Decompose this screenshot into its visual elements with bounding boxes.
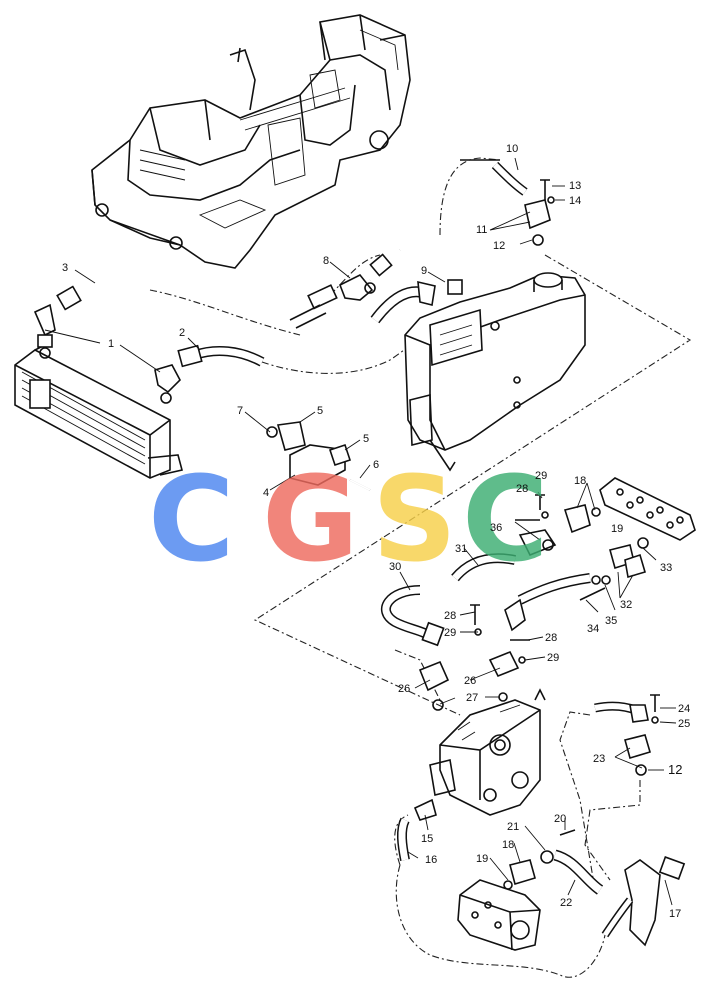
callout-labels: 1 2 3 4 5 5 6 7 8 9 10 11 12 12 13 14 15… xyxy=(62,143,690,920)
callout-25: 25 xyxy=(678,718,690,730)
callout-26b: 26 xyxy=(464,675,476,687)
hose-31 xyxy=(451,553,516,582)
callout-8: 8 xyxy=(323,255,329,267)
callout-3: 3 xyxy=(62,262,68,274)
callout-26a: 26 xyxy=(398,683,410,695)
callout-16: 16 xyxy=(425,854,437,866)
bracket-17 xyxy=(601,856,686,947)
hydraulic-tank xyxy=(404,159,586,472)
callout-11: 11 xyxy=(476,224,487,236)
callout-14: 14 xyxy=(569,195,581,207)
callout-4: 4 xyxy=(263,487,269,499)
fitting-36 xyxy=(518,529,557,557)
callout-19a: 19 xyxy=(611,523,623,535)
elbow-fitting-9 xyxy=(370,279,463,324)
callout-28a: 28 xyxy=(516,483,528,495)
callout-5b: 5 xyxy=(363,433,369,445)
callout-35: 35 xyxy=(605,615,617,627)
leader-lines xyxy=(44,157,677,906)
hydraulic-pump xyxy=(457,879,541,951)
callout-23: 23 xyxy=(593,753,605,765)
callout-33: 33 xyxy=(660,562,672,574)
callout-28c: 28 xyxy=(545,632,557,644)
watermark-letter-c: C xyxy=(148,450,235,588)
hose-35 xyxy=(504,573,611,632)
callout-29a: 29 xyxy=(535,470,547,482)
callout-29b: 29 xyxy=(444,627,456,639)
callout-32: 32 xyxy=(620,599,632,611)
callout-21: 21 xyxy=(507,821,519,833)
callout-22: 22 xyxy=(560,897,572,909)
callout-31: 31 xyxy=(455,543,467,555)
hose-10 xyxy=(491,161,528,196)
callout-5a: 5 xyxy=(317,405,323,417)
callout-9: 9 xyxy=(421,265,427,277)
hose-22 xyxy=(503,829,604,895)
watermark: C G S C xyxy=(148,450,549,588)
callout-6: 6 xyxy=(373,459,379,471)
hose-30 xyxy=(380,585,445,647)
callout-19b: 19 xyxy=(476,853,488,865)
callout-15: 15 xyxy=(421,833,433,845)
callout-18a: 18 xyxy=(574,475,586,487)
clamp-11 xyxy=(524,179,555,246)
callout-28b: 28 xyxy=(444,610,456,622)
control-valve-block xyxy=(429,688,546,816)
callout-30: 30 xyxy=(389,561,401,573)
watermark-letter-g: G xyxy=(262,450,359,588)
watermark-letter-s: S xyxy=(372,450,457,588)
callout-10: 10 xyxy=(506,143,518,155)
hose-3 xyxy=(56,264,155,311)
callout-36: 36 xyxy=(490,522,502,534)
callout-29c: 29 xyxy=(547,652,559,664)
elbow-fitting-left xyxy=(33,303,56,359)
callout-24: 24 xyxy=(678,703,690,715)
hose-15-16 xyxy=(397,798,437,861)
callout-12a: 12 xyxy=(493,240,505,252)
callout-1: 1 xyxy=(108,338,114,350)
hose-24 xyxy=(594,694,660,776)
front-frame-assembly xyxy=(91,14,411,269)
callout-7: 7 xyxy=(237,405,243,417)
callout-27: 27 xyxy=(466,692,478,704)
callout-34: 34 xyxy=(587,623,599,635)
clamps-mid-right xyxy=(515,494,646,579)
callout-17: 17 xyxy=(669,908,681,920)
watermark-letter-c2: C xyxy=(462,450,549,588)
callout-13: 13 xyxy=(569,180,581,192)
filter-plate xyxy=(599,477,696,549)
hose-2 xyxy=(154,344,265,404)
callout-20: 20 xyxy=(554,813,566,825)
tee-fitting-8 xyxy=(289,248,402,329)
callout-2: 2 xyxy=(179,327,185,339)
callout-18b: 18 xyxy=(502,839,514,851)
oil-cooler xyxy=(14,344,183,479)
callout-12b: 12 xyxy=(668,762,682,777)
